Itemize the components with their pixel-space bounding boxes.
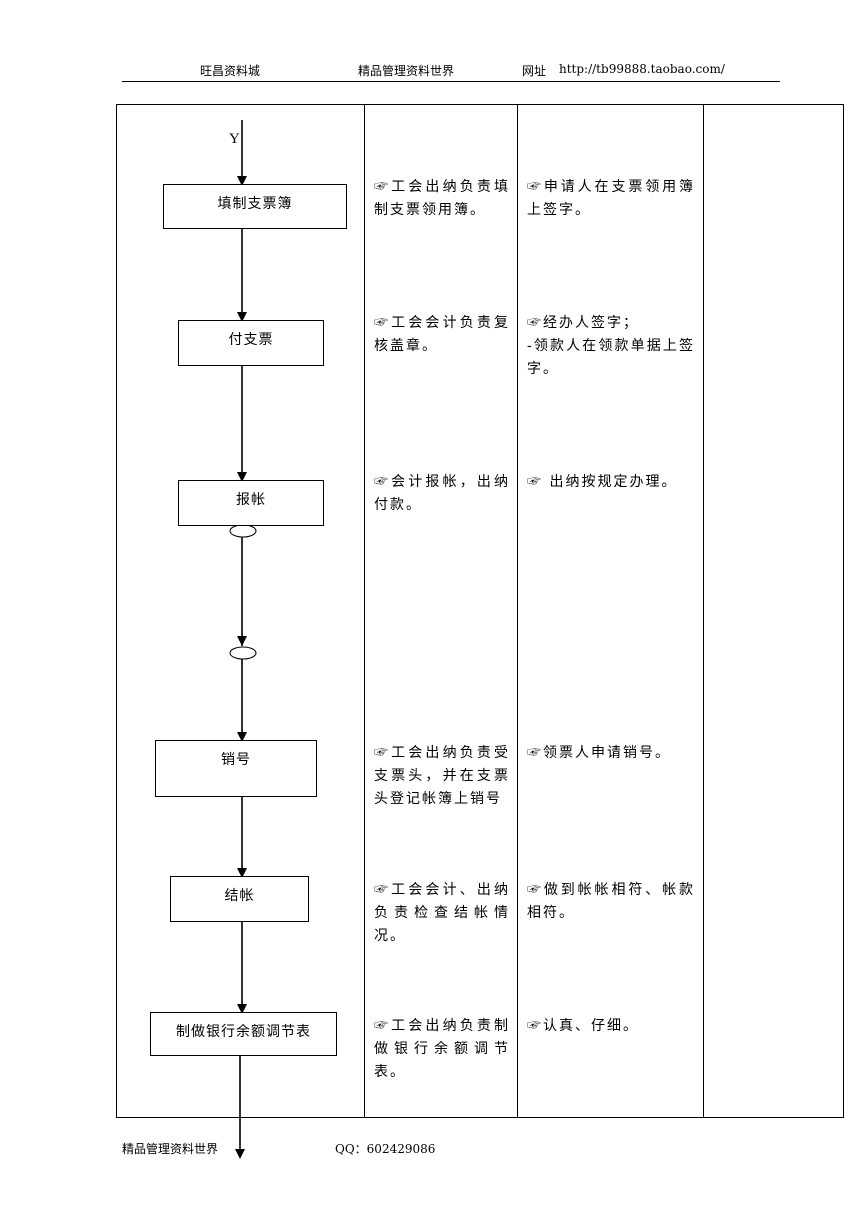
responsibility-cell: ☞工会会计负责复核盖章。	[374, 315, 510, 354]
step-box-label: 付支票	[228, 332, 274, 348]
header-url-label: 网址	[522, 64, 547, 78]
requirement-cell: ☞认真、仔细。	[527, 1018, 639, 1034]
header-site-name: 精品管理资料世界	[358, 64, 455, 78]
step-box-label: 报帐	[236, 492, 266, 508]
step-box-label: 制做银行余额调节表	[176, 1024, 311, 1040]
requirement-cell: ☞经办人签字； -领款人在领款单据上签字。	[527, 315, 695, 377]
responsibility-cell: ☞工会会计、出纳负责检查结帐情况。	[374, 882, 510, 944]
arrowhead-oval	[237, 636, 247, 646]
responsibility-cell: ☞工会出纳负责制做银行余额调节表。	[374, 1018, 510, 1080]
page-connector-oval-bottom	[229, 646, 257, 660]
page-header: 旺昌资料城 精品管理资料世界 网址 http://tb99888.taobao.…	[0, 62, 868, 82]
column-divider-3	[703, 104, 704, 1118]
step-box-reimbursement: 报帐	[178, 480, 324, 526]
responsibility-cell: ☞工会出纳负责填制支票领用簿。	[374, 179, 510, 218]
arrowhead-in	[237, 176, 247, 186]
page-connector-oval-top	[229, 524, 257, 538]
arrowhead-1-2	[237, 312, 247, 322]
requirement-cell: ☞领票人申请销号。	[527, 745, 671, 761]
responsibility-cell: ☞会计报帐，出纳付款。	[374, 474, 510, 513]
column-divider-1	[364, 104, 365, 1118]
arrowhead-5-6	[237, 1004, 247, 1014]
header-shop-name: 旺昌资料城	[200, 64, 261, 78]
step-box-label: 结帐	[224, 888, 255, 904]
requirement-cell: ☞ 出纳按规定办理。	[527, 474, 678, 490]
header-url-link[interactable]: http://tb99888.taobao.com/	[559, 62, 725, 76]
arrowhead-2-3	[237, 472, 247, 482]
step-box-label: 销号	[221, 752, 251, 768]
step-box-pay-check: 付支票	[178, 320, 324, 366]
step-box-cancel-number: 销号	[155, 740, 317, 797]
arrowhead-4-5	[237, 868, 247, 878]
footer-site-name: 精品管理资料世界	[122, 1142, 219, 1156]
step-box-close-accounts: 结帐	[170, 876, 309, 922]
column-divider-2	[517, 104, 518, 1118]
decision-yes-label: Y	[229, 131, 240, 147]
process-table	[116, 104, 844, 1118]
requirement-cell: ☞申请人在支票领用簿上签字。	[527, 179, 695, 218]
step-box-fill-checkbook: 填制支票簿	[163, 184, 347, 229]
step-box-bank-reconciliation: 制做银行余额调节表	[150, 1012, 337, 1056]
responsibility-cell: ☞工会出纳负责受支票头，并在支票头登记帐簿上销号	[374, 745, 510, 807]
step-box-label: 填制支票簿	[217, 196, 293, 212]
footer-qq: QQ：602429086	[335, 1142, 436, 1156]
arrowhead-out	[235, 1149, 245, 1159]
header-divider	[122, 81, 780, 82]
requirement-cell: ☞做到帐帐相符、帐款相符。	[527, 882, 695, 921]
arrowhead-oval-4	[237, 732, 247, 742]
